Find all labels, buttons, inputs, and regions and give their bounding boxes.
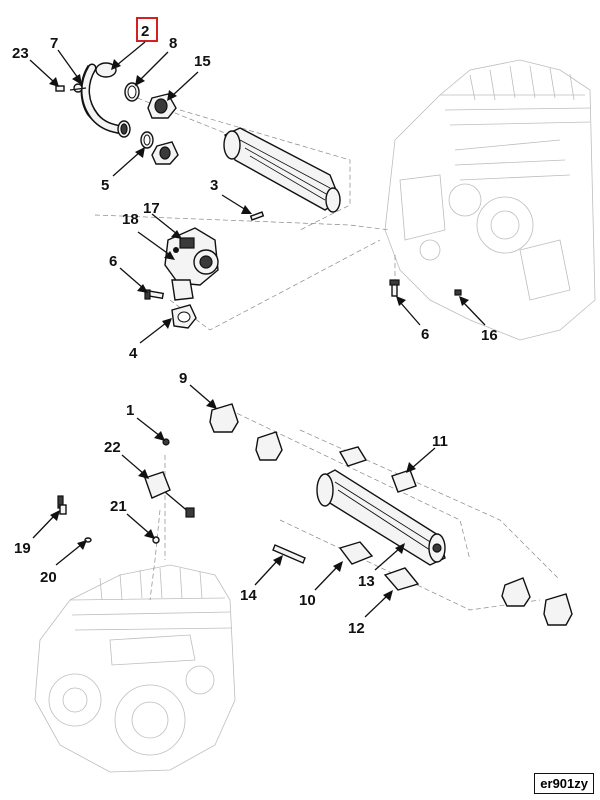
part-17-egr-valve	[164, 227, 219, 301]
part-14-rod	[272, 544, 306, 564]
part-9-clamps	[209, 403, 573, 626]
callout-11: 11	[432, 433, 448, 450]
upper-cooler	[223, 127, 341, 213]
callout-7: 7	[50, 35, 58, 52]
callout-3: 3	[210, 177, 218, 194]
part-22-sensor	[144, 471, 195, 518]
callout-21: 21	[110, 498, 127, 515]
engine-illustration-upper	[384, 59, 596, 341]
leader-arrows	[29, 41, 486, 618]
callout-13: 13	[358, 573, 375, 590]
part-10-shield	[338, 541, 374, 565]
part-16-nut	[454, 289, 462, 296]
part-6-bolt-right	[389, 279, 400, 297]
callout-4: 4	[129, 345, 138, 362]
callout-22: 22	[104, 439, 121, 456]
callout-16: 16	[481, 327, 498, 344]
callout-15: 15	[194, 53, 211, 70]
part-2-tube	[80, 62, 131, 138]
callout-12: 12	[348, 620, 365, 637]
callout-6-left: 6	[109, 253, 117, 270]
callout-9: 9	[179, 370, 187, 387]
part-7-clamp	[69, 83, 87, 93]
assembly-guide-lines	[94, 94, 561, 611]
part-11-brackets	[338, 446, 417, 493]
callout-labels: 2 7 8 23 15 5 3 17 18 6 4 6 16 9 1 22 11…	[12, 23, 498, 637]
part-3-bolt	[249, 211, 265, 221]
part-13-cooler	[316, 469, 446, 566]
part-5-gasket-fitting	[140, 131, 179, 165]
callout-23: 23	[12, 45, 29, 62]
part-6-bolt-left	[144, 289, 165, 300]
part-4-gasket	[171, 304, 197, 329]
callout-18: 18	[122, 211, 139, 228]
callout-8: 8	[169, 35, 177, 52]
part-12-shield	[383, 567, 420, 591]
callout-20: 20	[40, 569, 57, 586]
engine-illustration-lower	[34, 564, 236, 773]
callout-17: 17	[143, 200, 160, 217]
callout-19: 19	[14, 540, 31, 557]
part-23-bolt	[55, 85, 65, 92]
part-8-gasket	[124, 82, 140, 102]
callout-1: 1	[126, 402, 134, 419]
callout-10: 10	[299, 592, 316, 609]
part-19-probe	[57, 495, 67, 515]
callout-2: 2	[141, 23, 149, 40]
sheet-id-label: er901zy	[534, 773, 594, 794]
callout-14: 14	[240, 587, 257, 604]
callout-5: 5	[101, 177, 109, 194]
callout-6-right: 6	[421, 326, 429, 343]
highlight-box	[136, 17, 158, 42]
